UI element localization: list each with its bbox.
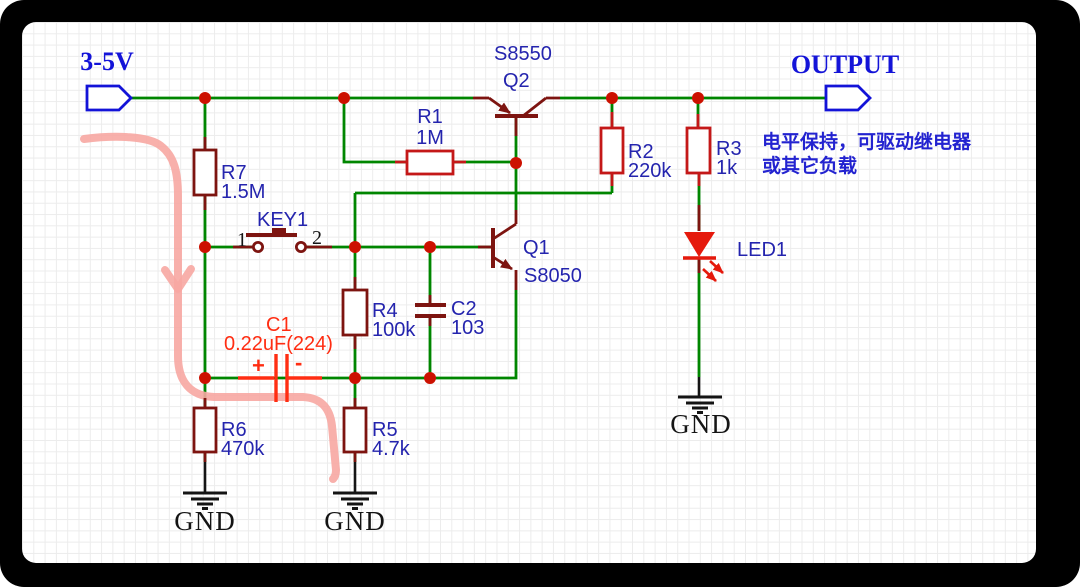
r1-ref: R1 (417, 106, 443, 128)
r2-ref: R2 (628, 141, 654, 163)
q2-value: S8550 (494, 43, 552, 65)
q2-ref: Q2 (503, 70, 530, 92)
r5-value: 4.7k (372, 438, 410, 460)
resistor-r2 (599, 112, 625, 186)
resistor-r4 (341, 277, 369, 349)
r4-ref: R4 (372, 300, 398, 322)
c1-minus-sign: - (295, 350, 303, 375)
r3-ref: R3 (716, 138, 742, 160)
gnd-label-left: GND (174, 506, 236, 536)
c2-value: 103 (451, 317, 485, 339)
output-port-label: OUTPUT (790, 50, 900, 79)
resistor-r7 (192, 137, 218, 210)
c1-plus-sign: + (252, 353, 265, 378)
r4-value: 100k (372, 319, 416, 341)
note-line2: 或其它负载 (762, 156, 858, 177)
c1-value: 0.22uF(224) (224, 333, 333, 355)
key1-ref: KEY1 (257, 209, 309, 231)
resistor-r3 (685, 114, 712, 186)
r6-ref: R6 (221, 419, 247, 441)
key1-pin2-number: 2 (312, 227, 322, 249)
r1-value: 1M (416, 127, 444, 149)
resistor-r5 (342, 398, 368, 462)
ground-symbol-right (678, 377, 722, 414)
r7-ref: R7 (221, 162, 247, 184)
output-port-symbol (824, 84, 872, 112)
q1-value: S8050 (524, 265, 582, 287)
key1-pushbutton (233, 228, 332, 253)
input-port-symbol (85, 84, 133, 112)
capacitor-c1 (238, 354, 322, 402)
led1-ref: LED1 (737, 239, 788, 261)
c2-ref: C2 (451, 298, 477, 320)
pink-marker-annotation (80, 132, 340, 483)
r7-value: 1.5M (221, 181, 266, 203)
note-line1: 电平保持，可驱动继电器 (762, 132, 972, 153)
resistor-r1 (395, 149, 466, 176)
r5-ref: R5 (372, 419, 398, 441)
capacitor-c2 (415, 295, 446, 326)
led1-symbol (683, 205, 724, 282)
c1-ref: C1 (266, 314, 292, 336)
r3-value: 1k (716, 157, 738, 179)
r6-value: 470k (221, 438, 265, 460)
gnd-label-right: GND (670, 409, 732, 439)
key1-pin1-number: 1 (237, 229, 247, 251)
input-port-label: 3-5V (80, 47, 134, 76)
resistor-r6 (192, 398, 218, 462)
q1-ref: Q1 (523, 237, 550, 259)
gnd-label-middle: GND (324, 506, 386, 536)
r2-value: 220k (628, 160, 672, 182)
transistor-q2 (473, 96, 560, 136)
ground-symbol-left (183, 462, 227, 510)
junction-dots (199, 92, 704, 384)
ground-symbol-middle (333, 462, 377, 510)
pink-arrowhead (161, 265, 195, 293)
transistor-q1 (478, 210, 518, 290)
